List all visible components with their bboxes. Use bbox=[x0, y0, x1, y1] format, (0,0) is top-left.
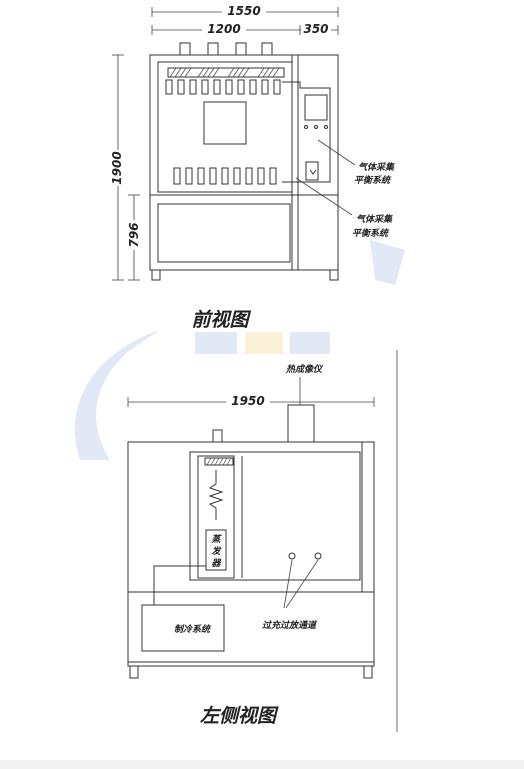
svg-text:器: 器 bbox=[211, 558, 221, 569]
leader-gas-2 bbox=[295, 177, 353, 216]
front-control-panel bbox=[304, 94, 328, 181]
side-door-edge bbox=[361, 441, 375, 593]
front-feet bbox=[151, 269, 339, 281]
side-view: 热成像仪 1950 蒸 发 器 bbox=[127, 364, 375, 727]
dim-width-side: 350 bbox=[303, 22, 328, 36]
caption-front-view: 前视图 bbox=[191, 309, 251, 331]
front-bottom-tubes bbox=[173, 167, 277, 185]
label-gas-1-line2: 平衡系统 bbox=[354, 175, 392, 186]
label-gas-2-line2: 平衡系统 bbox=[352, 228, 390, 239]
vent-hole-2 bbox=[314, 552, 322, 560]
label-thermal-imager: 热成像仪 bbox=[285, 364, 324, 375]
front-view: 1550 1200 350 1900 796 bbox=[108, 4, 395, 331]
side-cabinet bbox=[127, 441, 375, 667]
thermal-imager-box bbox=[287, 404, 315, 443]
heating-coil bbox=[208, 470, 224, 520]
svg-text:蒸: 蒸 bbox=[211, 534, 222, 545]
watermark bbox=[74, 240, 405, 460]
label-cooling-system: 制冷系统 bbox=[174, 624, 212, 635]
front-dimensions: 1550 1200 350 1900 796 bbox=[108, 4, 339, 281]
label-vent-channel: 过充过放通道 bbox=[262, 620, 318, 631]
dim-height-total: 1900 bbox=[110, 151, 124, 184]
cooling-system-box bbox=[141, 604, 225, 652]
front-heater-strip bbox=[165, 67, 285, 95]
gas-pipe bbox=[282, 81, 331, 183]
caption-side-view: 左侧视图 bbox=[200, 705, 279, 727]
front-lower-door bbox=[157, 203, 291, 263]
top-ports bbox=[179, 42, 273, 56]
label-gas-2-line1: 气体采集 bbox=[356, 214, 393, 225]
dim-width-main: 1200 bbox=[207, 22, 240, 36]
front-viewing-window bbox=[203, 101, 247, 145]
label-gas-1-line1: 气体采集 bbox=[358, 162, 395, 173]
leader-gas-1 bbox=[317, 139, 356, 166]
dim-height-lower: 796 bbox=[127, 222, 141, 247]
footer-band bbox=[0, 760, 524, 769]
svg-text:发: 发 bbox=[211, 546, 221, 557]
dim-depth: 1950 bbox=[231, 394, 264, 408]
dim-width-total: 1550 bbox=[227, 4, 260, 18]
refrigerant-pipe bbox=[153, 565, 206, 605]
vent-hole-1 bbox=[288, 552, 296, 560]
evaporator bbox=[205, 529, 227, 571]
